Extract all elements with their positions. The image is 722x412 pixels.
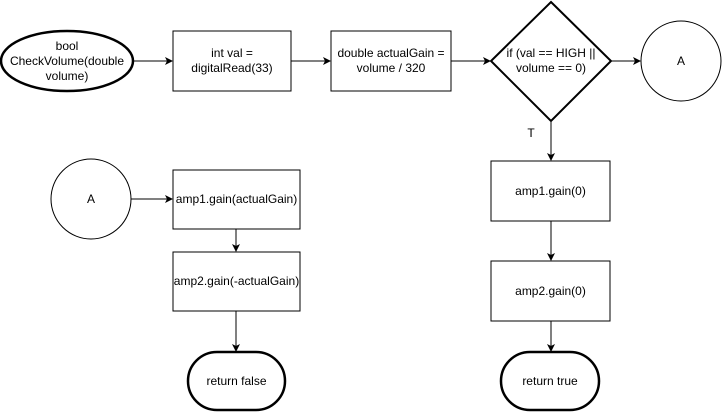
return-false-terminator-shape[interactable]	[186, 350, 287, 412]
read-process-shape[interactable]	[172, 30, 292, 92]
amp1-zero-process-shape[interactable]	[490, 160, 611, 222]
amp2-zero-process-shape[interactable]	[490, 260, 611, 322]
connector-out-shape[interactable]	[640, 20, 722, 102]
amp2-actual-process-shape[interactable]	[172, 251, 301, 312]
decision-diamond-shape[interactable]	[489, 0, 613, 123]
gain-process-shape[interactable]	[330, 30, 452, 92]
start-terminator-shape[interactable]	[0, 29, 135, 93]
connector-in-shape[interactable]	[50, 158, 132, 240]
amp1-actual-process-shape[interactable]	[172, 169, 301, 230]
return-true-terminator-shape[interactable]	[499, 350, 601, 412]
